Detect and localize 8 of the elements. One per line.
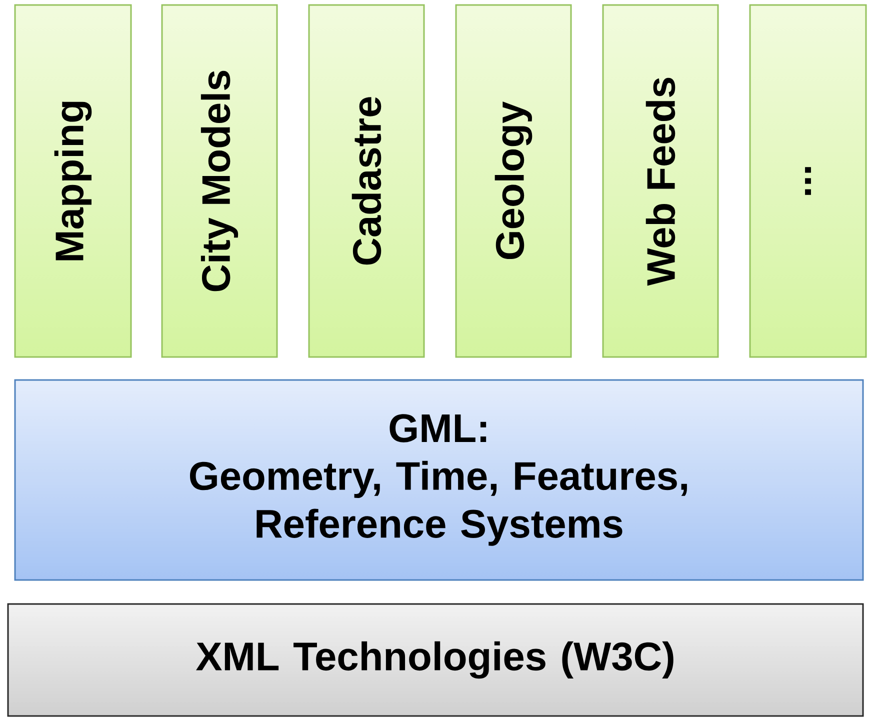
column-box: Cadastre [308, 4, 425, 358]
column-box: Geology [455, 4, 572, 358]
column-box: Web Feeds [602, 4, 719, 358]
column-box: Mapping [14, 4, 132, 358]
layer-box: XML Technologies (W3C) [7, 603, 864, 717]
layer-box: GML: Geometry, Time, Features, Reference Systems [14, 379, 864, 581]
column-box: City Models [161, 4, 278, 358]
column-box: ... [749, 4, 867, 358]
